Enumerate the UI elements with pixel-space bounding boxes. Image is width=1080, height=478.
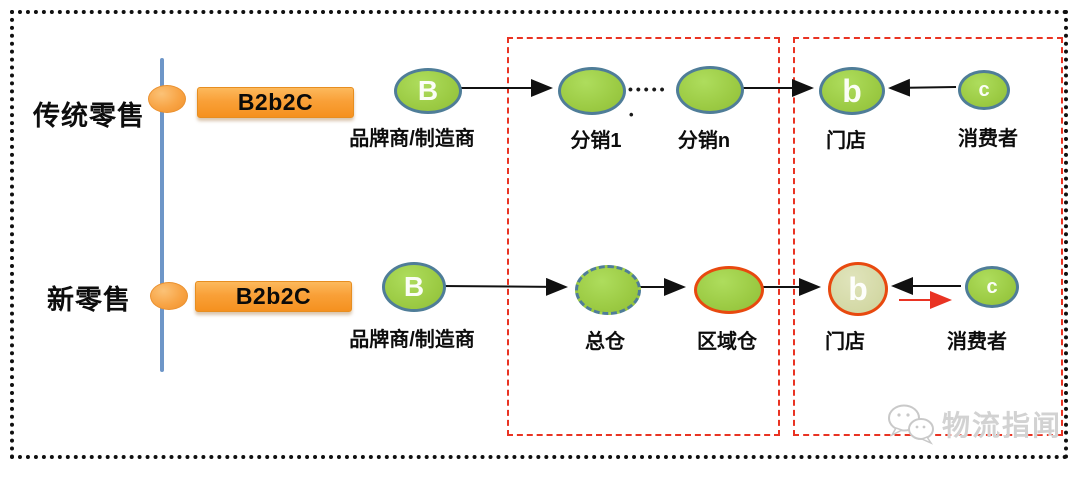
node-brand-new-retail-letter: B	[403, 271, 425, 302]
node-consumer-traditional-letter: c	[978, 78, 990, 101]
label-store-traditional: 门店	[826, 130, 866, 152]
label-consumer-new-retail: 消费者	[947, 331, 1007, 353]
label-consumer-traditional: 消费者	[958, 128, 1018, 150]
label-distributor-n: 分销n	[677, 130, 731, 152]
label-regional-warehouse: 区域仓	[697, 331, 757, 353]
node-central-warehouse	[575, 265, 641, 315]
node-store-new-retail-letter: b	[848, 270, 868, 307]
label-central-warehouse: 总仓	[585, 331, 625, 353]
row-label-new-retail: 新零售	[47, 285, 131, 315]
label-store-new-retail: 门店	[825, 331, 865, 353]
ellipsis-dots: •••••	[628, 81, 668, 97]
node-store-traditional-letter: b	[842, 72, 862, 109]
node-brand-traditional-letter: B	[417, 75, 439, 106]
middle-tier-group-box	[507, 37, 780, 436]
node-consumer-new-retail: c	[965, 266, 1019, 308]
node-consumer-new-retail-letter: c	[986, 275, 998, 298]
timeline-node-traditional	[148, 85, 186, 113]
badge-b2b2c-traditional: B2b2C	[197, 87, 354, 118]
badge-b2b2c-new-retail: B2b2C	[195, 281, 352, 312]
watermark: 物流指闻	[884, 401, 1062, 447]
node-regional-warehouse	[694, 266, 764, 314]
node-brand-new-retail: B	[382, 262, 446, 312]
node-store-traditional: b	[819, 67, 885, 115]
node-consumer-traditional: c	[958, 70, 1010, 110]
node-distributor-n	[676, 66, 744, 114]
timeline-axis	[160, 58, 164, 372]
watermark-text: 物流指闻	[942, 410, 1063, 441]
label-brand-new-retail: 品牌商/制造商	[349, 329, 475, 351]
row-label-traditional: 传统零售	[33, 101, 145, 131]
label-brand-traditional: 品牌商/制造商	[349, 128, 475, 150]
node-brand-traditional: B	[394, 68, 462, 114]
ellipsis-dot-single: •	[629, 107, 634, 122]
timeline-node-new-retail	[150, 282, 188, 310]
label-distributor-1: 分销1	[570, 130, 622, 152]
node-store-new-retail: b	[828, 262, 888, 316]
wechat-logo-icon	[888, 404, 934, 445]
node-distributor-1	[558, 67, 626, 115]
